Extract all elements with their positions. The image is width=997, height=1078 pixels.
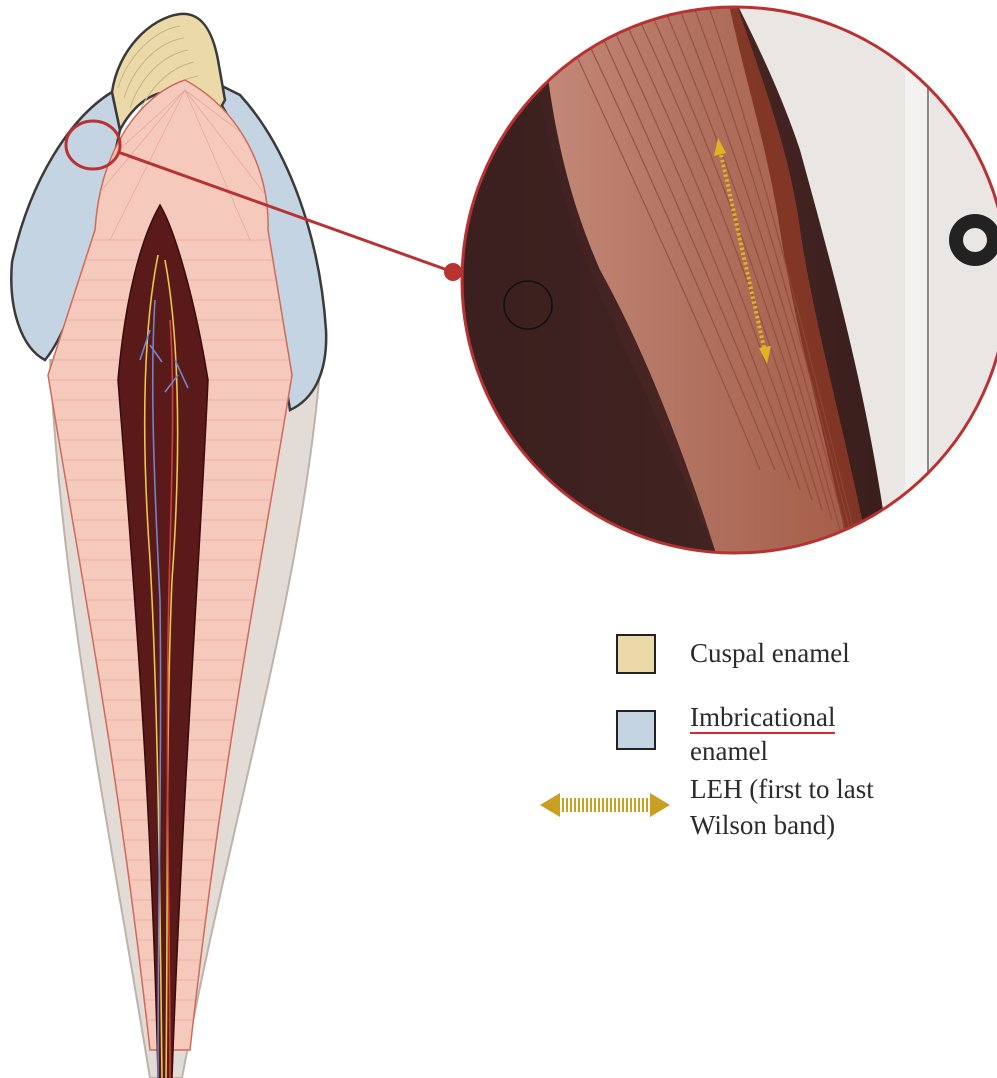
tooth-illustration xyxy=(0,14,330,1078)
legend-label-leh-line1: LEH (first to last xyxy=(690,772,874,806)
cuspal-enamel-swatch xyxy=(616,634,656,674)
legend-label-cuspal-enamel: Cuspal enamel xyxy=(690,636,850,670)
leh-legend-arrow xyxy=(540,793,670,817)
imbricational-underlined: Imbricational xyxy=(690,702,835,734)
legend-label-imbricational-line2: enamel xyxy=(690,734,768,768)
legend-label-leh-line2: Wilson band) xyxy=(690,808,835,842)
magnified-micrograph xyxy=(460,0,997,560)
imbricational-enamel-swatch xyxy=(616,710,656,750)
legend-label-imbricational-line1: Imbricational xyxy=(690,700,835,734)
